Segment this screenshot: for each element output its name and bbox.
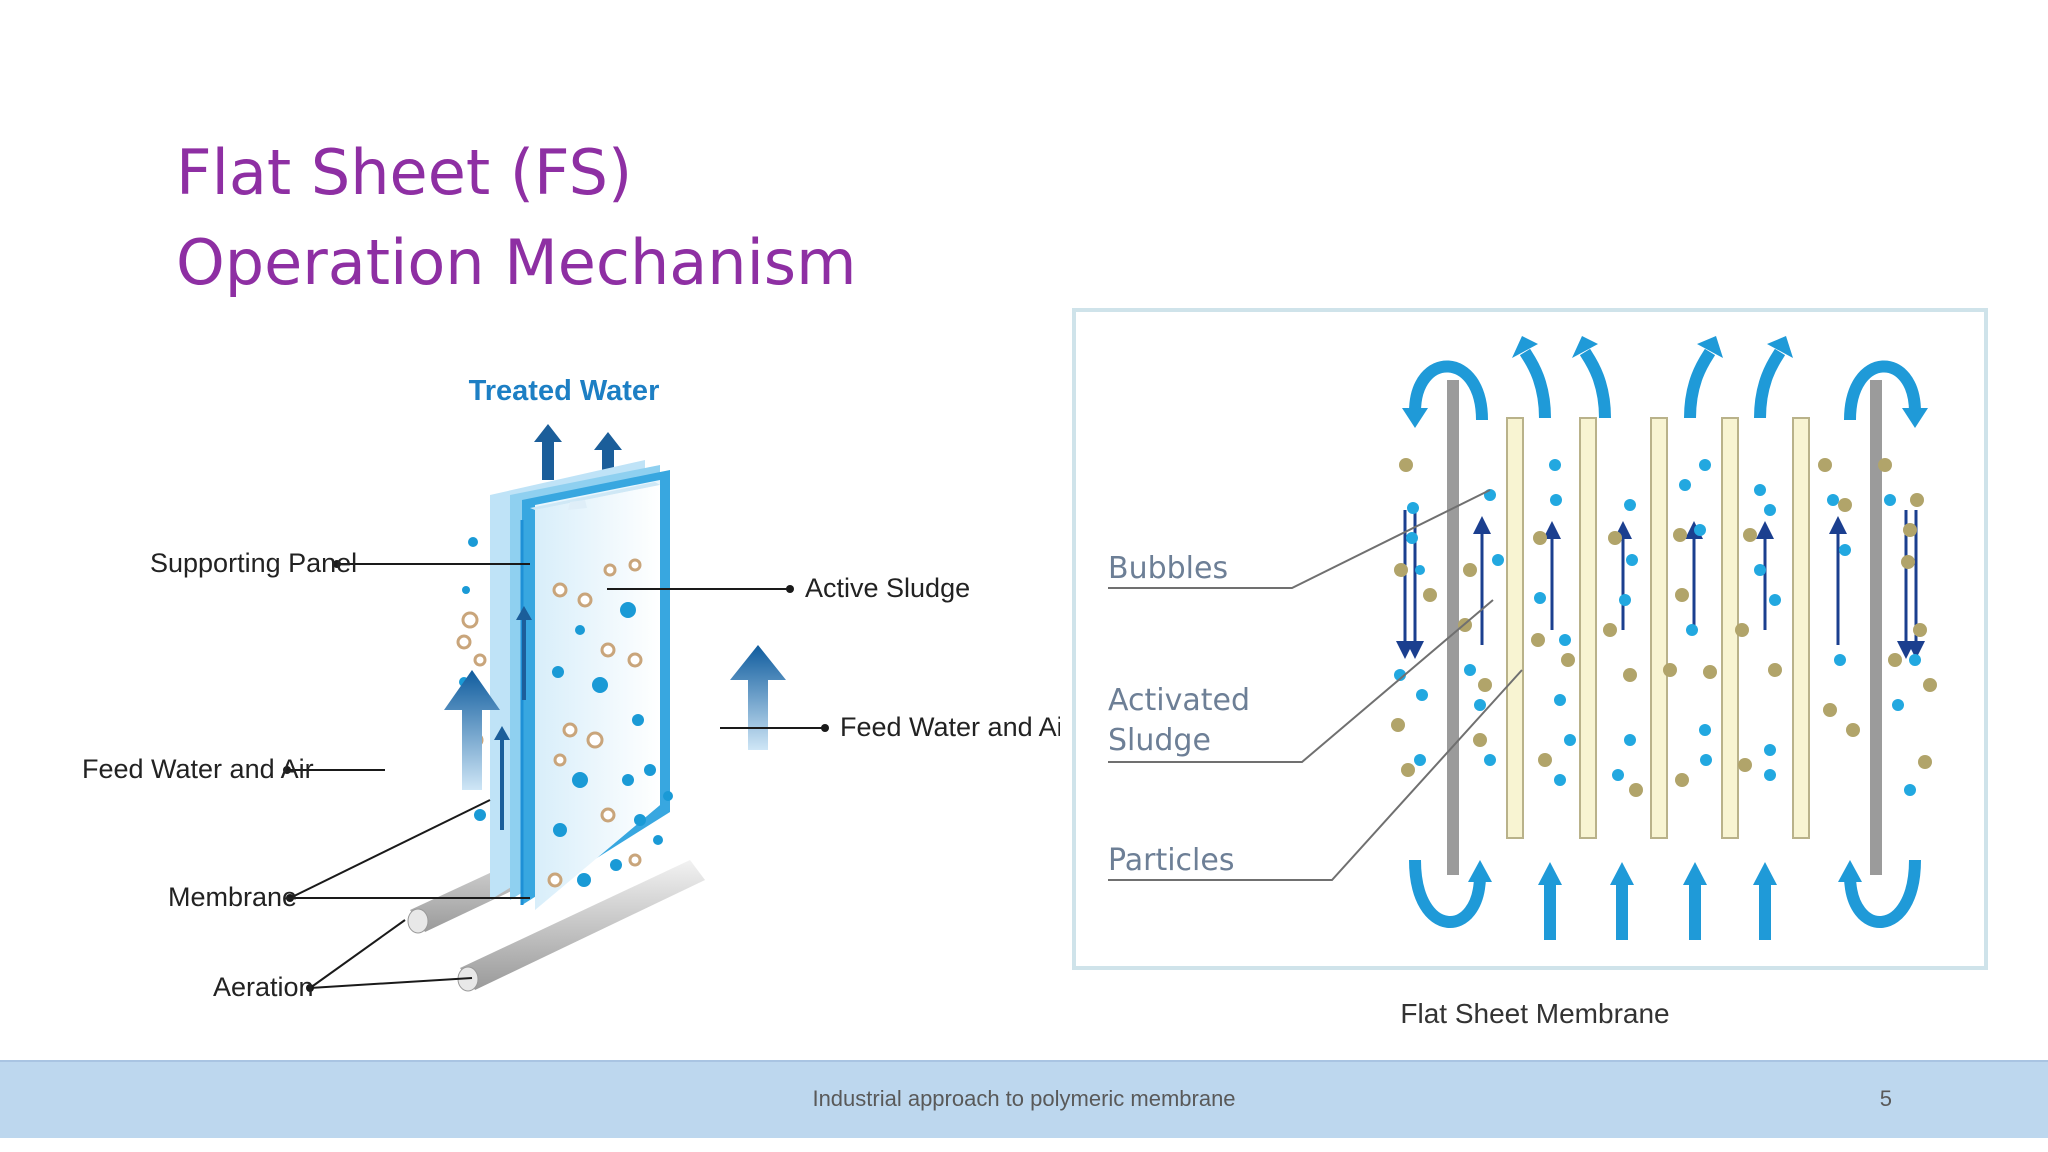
diagram-frame (1072, 308, 1988, 970)
sludge-particles (1391, 458, 1937, 797)
bubbles (1394, 459, 1921, 796)
title-line-2: Operation Mechanism (176, 226, 857, 299)
bottom-arrow-heads (1468, 860, 1862, 885)
slide-title: Flat Sheet (FS) Operation Mechanism (176, 128, 857, 308)
active-sludge-label: Active Sludge (805, 573, 970, 603)
footer-text: Industrial approach to polymeric membran… (812, 1086, 1236, 1111)
aeration-label: Aeration (213, 972, 314, 1002)
feed-water-right-label: Feed Water and Air (840, 712, 1060, 742)
treated-water-label: Treated Water (469, 375, 660, 407)
particles-label: Particles (1108, 843, 1234, 878)
leader-dots (283, 560, 829, 992)
permeate-flow-arrows (494, 606, 532, 830)
top-flow-arrows (1409, 348, 1921, 421)
bubbles-label: Bubbles (1108, 551, 1228, 586)
flat-sheet-module-illustration: Treated Water (82, 375, 1060, 1002)
membrane-label: Membrane (168, 882, 297, 912)
activated-sludge-label-line1: Activated (1108, 683, 1250, 718)
leader-lines (287, 563, 825, 989)
panel-bubbles (459, 537, 673, 887)
title-line-1: Flat Sheet (FS) (176, 136, 633, 209)
diagram-caption: Flat Sheet Membrane (1400, 998, 1669, 1029)
slide-footer: Industrial approach to polymeric membran… (0, 1060, 2048, 1138)
top-arrow-heads (1402, 336, 1928, 428)
panel-sludge-particles (456, 558, 643, 888)
activated-sludge-label-line2: Sludge (1108, 723, 1211, 758)
membrane-panel (490, 460, 670, 910)
feed-arrows (444, 645, 786, 790)
flat-sheet-membrane-diagram: Bubbles Activated Sludge Particles Flat … (1072, 308, 1988, 1029)
supporting-panel-label: Supporting Panel (150, 548, 357, 578)
membrane-plates (1447, 380, 1882, 875)
feed-water-left-label: Feed Water and Air (82, 754, 314, 784)
right-leader-lines (1108, 489, 1523, 881)
bottom-flow-arrows (1409, 859, 1921, 940)
treated-water-arrows (534, 424, 622, 488)
page-number: 5 (1879, 1086, 1892, 1111)
